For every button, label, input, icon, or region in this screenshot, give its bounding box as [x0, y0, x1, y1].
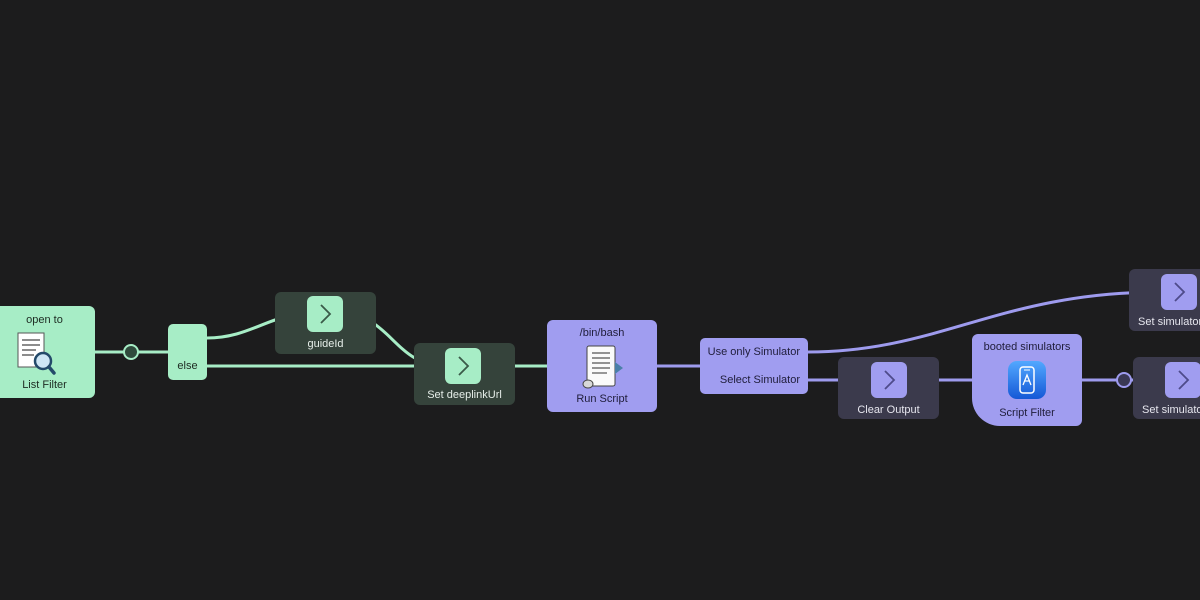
set-simulator-bottom-node[interactable]: Set simulator — [1133, 357, 1200, 419]
guideid-node[interactable]: guideId — [275, 292, 376, 354]
set-simulator-bottom-label: Set simulator — [1142, 404, 1200, 416]
set-deeplink-node[interactable]: Set deeplinkUrl — [414, 343, 515, 405]
conditional-node[interactable]: else — [168, 324, 207, 380]
simulator-phone-icon — [1007, 360, 1047, 400]
script-filter-title: booted simulators — [983, 341, 1071, 353]
run-script-subtitle: Run Script — [576, 393, 628, 405]
script-scroll-icon — [581, 344, 625, 390]
connection-junction[interactable] — [1116, 372, 1132, 388]
script-filter-subtitle: Script Filter — [999, 407, 1055, 419]
chevron-right-icon — [445, 348, 481, 384]
chevron-right-icon — [1161, 274, 1197, 310]
list-filter-title: open to — [26, 314, 63, 326]
run-script-title: /bin/bash — [579, 327, 625, 339]
script-filter-node[interactable]: booted simulators Script Filter — [972, 334, 1082, 426]
list-filter-magnifier-icon — [16, 331, 56, 375]
set-deeplink-label: Set deeplinkUrl — [427, 389, 502, 401]
chevron-right-icon — [1165, 362, 1200, 398]
conditional-else-label: else — [177, 360, 198, 372]
chevron-right-icon — [871, 362, 907, 398]
chevron-right-icon — [307, 296, 343, 332]
connection-line — [807, 290, 1162, 354]
clear-output-node[interactable]: Clear Output — [838, 357, 939, 419]
list-filter-subtitle: List Filter — [22, 379, 67, 391]
route-select-simulator: Select Simulator — [719, 374, 800, 386]
run-script-node[interactable]: /bin/bash Run Script — [547, 320, 657, 412]
set-simulator-top-label: Set simulatorN — [1138, 316, 1200, 328]
clear-output-label: Clear Output — [857, 404, 920, 416]
guideid-label: guideId — [307, 338, 344, 350]
list-filter-node[interactable]: open to List Filter — [0, 306, 95, 398]
simulator-conditional-node[interactable]: Use only Simulator Select Simulator — [700, 338, 808, 394]
route-use-only-simulator: Use only Simulator — [707, 346, 800, 358]
set-simulator-top-node[interactable]: Set simulatorN — [1129, 269, 1200, 331]
connection-junction[interactable] — [123, 344, 139, 360]
